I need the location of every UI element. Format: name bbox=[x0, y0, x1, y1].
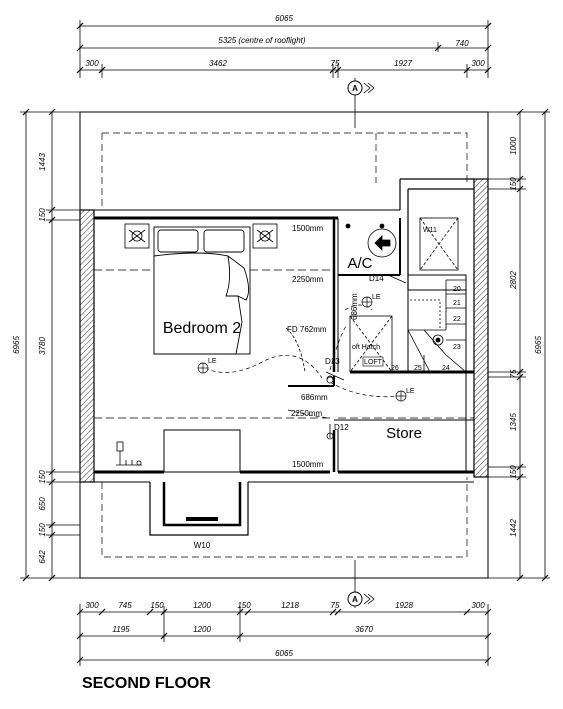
lighting-circuits bbox=[204, 304, 401, 419]
dim-right-seg-7: 1442 bbox=[509, 519, 518, 537]
stair-20: 20 bbox=[453, 286, 461, 293]
top-dimension-lines bbox=[76, 20, 492, 78]
dim-bottom-seg-7: 75 bbox=[331, 601, 340, 610]
label-fd-762: FD 762mm bbox=[287, 325, 327, 334]
dim-bottom-seg-5: 150 bbox=[237, 601, 251, 610]
stair-22: 22 bbox=[453, 316, 461, 323]
dim-bottom-seg-8: 1928 bbox=[395, 601, 413, 610]
dim-top-seg-5: 300 bbox=[471, 59, 485, 68]
dim-left-seg-4: 150 bbox=[38, 470, 47, 484]
loft-tag bbox=[362, 356, 384, 367]
label-2250mm-top: 2250mm bbox=[292, 275, 323, 284]
dim-bottom-seg-1: 300 bbox=[85, 601, 99, 610]
label-d14: D14 bbox=[369, 274, 384, 283]
socket-symbols bbox=[116, 441, 142, 466]
stair-26: 26 bbox=[391, 365, 399, 372]
dim-left-seg-1: 1443 bbox=[38, 153, 47, 171]
dim-left-seg-3: 3780 bbox=[38, 337, 47, 355]
dim-left-seg-6: 150 bbox=[38, 523, 47, 537]
doors bbox=[285, 274, 407, 440]
dim-bottom-group-3: 3670 bbox=[355, 625, 373, 634]
building-outline bbox=[79, 111, 489, 579]
label-686mm: 686mm bbox=[301, 393, 328, 402]
ceiling-height-lines bbox=[94, 269, 474, 419]
dim-bottom-seg-2: 745 bbox=[118, 601, 132, 610]
dim-bottom-seg-3: 150 bbox=[150, 601, 164, 610]
dim-left-overall: 6965 bbox=[12, 336, 21, 354]
dim-top-seg-2: 3462 bbox=[209, 59, 227, 68]
room-label-ac: A/C bbox=[347, 255, 372, 272]
dim-bottom-group-1: 1195 bbox=[112, 625, 130, 634]
external-walls bbox=[79, 178, 489, 483]
label-le-bedroom: LE bbox=[208, 358, 217, 365]
label-1500mm-top: 1500mm bbox=[292, 224, 323, 233]
dim-right-seg-1: 1000 bbox=[509, 137, 518, 155]
label-2250mm-bottom: 2250mm bbox=[291, 409, 322, 418]
bedside-table-right bbox=[252, 223, 278, 249]
label-le-landing: LE bbox=[406, 388, 415, 395]
section-marker-bottom bbox=[347, 560, 375, 608]
bed bbox=[153, 226, 251, 355]
dim-top-seg-1: 300 bbox=[85, 59, 99, 68]
dim-bottom-group-2: 1200 bbox=[193, 625, 211, 634]
interior-walls bbox=[94, 178, 474, 536]
label-d12: D12 bbox=[334, 423, 349, 432]
label-1500mm-bottom: 1500mm bbox=[292, 460, 323, 469]
light-fittings bbox=[197, 296, 407, 402]
dim-left-seg-7: 642 bbox=[38, 550, 47, 564]
dim-bottom-seg-6: 1218 bbox=[281, 601, 299, 610]
stair-21: 21 bbox=[453, 300, 461, 307]
bedside-table-left bbox=[124, 223, 150, 249]
dim-top-overall: 6065 bbox=[275, 14, 293, 23]
dim-top-seg-3: 75 bbox=[331, 59, 340, 68]
dim-top-seg-4: 1927 bbox=[394, 59, 412, 68]
section-marker-top-label: A bbox=[352, 84, 358, 93]
dim-right-seg-6: 150 bbox=[509, 465, 518, 479]
label-d13: D13 bbox=[325, 357, 340, 366]
label-loft-hatch: oft Hatch bbox=[352, 344, 380, 351]
room-label-store: Store bbox=[386, 425, 422, 442]
label-686mm-vertical: 686mm bbox=[350, 293, 359, 320]
dim-bottom-overall: 6065 bbox=[275, 649, 293, 658]
stair-25: 25 bbox=[414, 365, 422, 372]
dim-right-overall: 6965 bbox=[534, 336, 543, 354]
dim-right-seg-5: 1345 bbox=[509, 413, 518, 431]
label-loft: LOFT bbox=[364, 359, 383, 366]
dim-bottom-seg-9: 300 bbox=[471, 601, 485, 610]
label-w11: W11 bbox=[423, 227, 437, 234]
dim-top-rooflight: 5325 (centre of rooflight) bbox=[218, 36, 305, 45]
dim-top-right: 740 bbox=[455, 39, 469, 48]
dim-right-seg-3: 2802 bbox=[509, 271, 518, 290]
label-w10: W10 bbox=[194, 541, 211, 550]
ac-unit bbox=[345, 223, 397, 258]
dim-left-seg-2: 150 bbox=[38, 208, 47, 222]
right-dimension-lines bbox=[488, 108, 550, 582]
stairs bbox=[407, 279, 467, 373]
dim-right-seg-2: 150 bbox=[509, 177, 518, 191]
dim-right-seg-4: 75 bbox=[509, 369, 518, 378]
dim-left-seg-5: 650 bbox=[38, 497, 47, 511]
section-marker-bottom-label: A bbox=[352, 595, 358, 604]
stair-24: 24 bbox=[442, 365, 450, 372]
label-le-loft: LE bbox=[372, 294, 381, 301]
dim-bottom-seg-4: 1200 bbox=[193, 601, 211, 610]
section-marker-top bbox=[347, 78, 375, 128]
drawing-title: SECOND FLOOR bbox=[82, 675, 211, 692]
loft-hatch bbox=[349, 315, 393, 373]
rooflight-w11 bbox=[419, 217, 459, 271]
left-dimension-lines bbox=[20, 108, 80, 582]
bottom-dimension-lines bbox=[76, 604, 492, 666]
eave-dashed-outline bbox=[101, 132, 468, 558]
window-w10-sill bbox=[186, 517, 218, 521]
stair-23: 23 bbox=[453, 344, 461, 351]
room-label-bedroom: Bedroom 2 bbox=[163, 320, 241, 337]
